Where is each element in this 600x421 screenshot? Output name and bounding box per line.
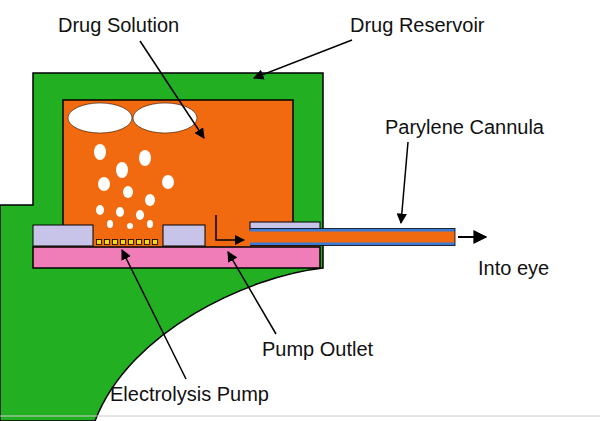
rule	[0, 416, 600, 417]
electrodes	[96, 239, 158, 245]
substrate	[33, 247, 320, 268]
housing	[0, 73, 323, 421]
part-label: Drug Reservoir	[350, 13, 484, 37]
cannula-lumen	[250, 231, 455, 243]
flow-arrow	[458, 236, 486, 238]
part-label: Parylene Cannula	[385, 115, 544, 139]
spacer-block	[33, 225, 93, 246]
spacer-block	[163, 225, 205, 246]
part-label: Into eye	[478, 256, 549, 280]
cannula-wall	[250, 243, 455, 246]
part-label: Drug Solution	[58, 13, 179, 37]
leader-lines	[122, 40, 408, 379]
cannula-wall	[250, 229, 455, 232]
part-label: Pump Outlet	[262, 337, 373, 361]
flow-arrow	[216, 215, 244, 240]
bubbles	[68, 103, 197, 229]
drug-solution	[63, 100, 293, 227]
part-label: Electrolysis Pump	[110, 382, 269, 406]
